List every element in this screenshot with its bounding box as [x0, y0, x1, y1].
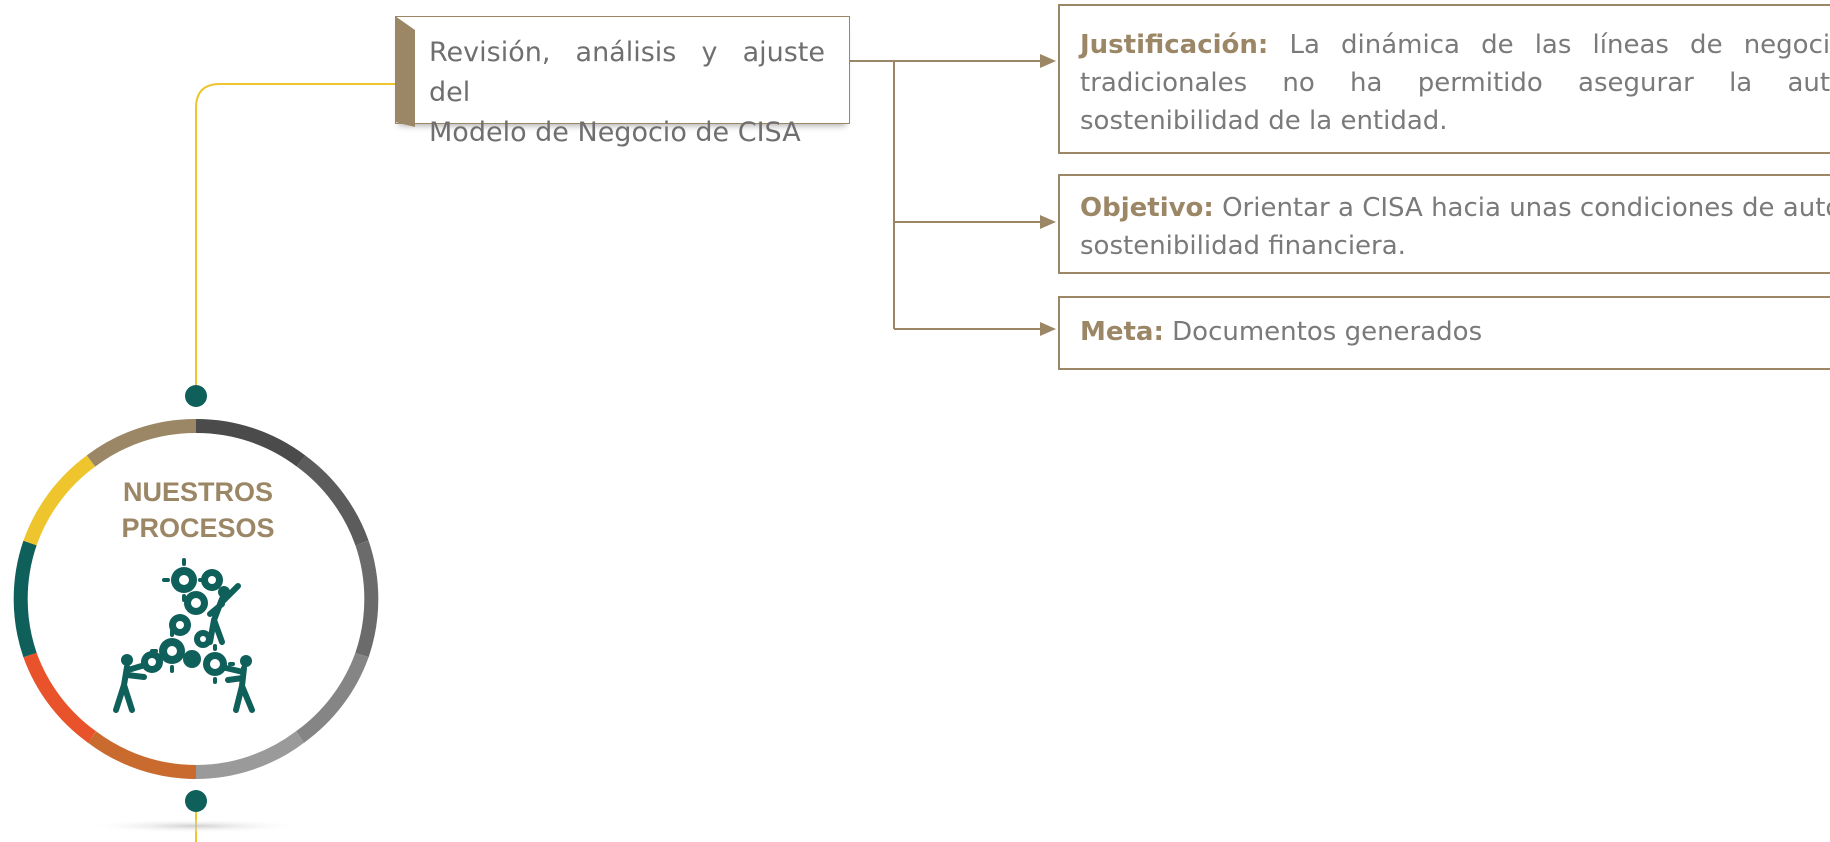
ring-segment-yellow	[23, 455, 96, 546]
arrow-to-objetivo	[1040, 215, 1056, 229]
arrow-to-justificacion	[1040, 54, 1056, 68]
wheel-ring	[13, 418, 379, 779]
meta-box: Meta: Documentos generados	[1058, 296, 1830, 370]
justificacion-label: Justificación:	[1080, 30, 1269, 60]
ring-segment-dark-gray	[195, 418, 306, 467]
objetivo-line2: sostenibilidad financiera.	[1080, 231, 1406, 261]
wheel-shadow	[84, 819, 304, 833]
gears-teamwork-icon	[113, 558, 255, 713]
ring-segment-gray-2	[355, 540, 379, 658]
objetivo-text1: Orientar a CISA hacia unas condiciones d…	[1222, 193, 1830, 223]
process-node-card[interactable]: Revisión, análisis y ajuste del Modelo d…	[394, 15, 850, 148]
ring-segment-brown	[86, 418, 197, 467]
ring-segment-gray-3	[295, 652, 369, 743]
wheel-title-line2: PROCESOS	[121, 513, 275, 543]
ring-segment-orange-red	[23, 652, 97, 743]
wheel-title: NUESTROS PROCESOS	[88, 474, 308, 546]
ring-segment-light-gray	[195, 731, 305, 779]
justificacion-line3: sostenibilidad de la entidad.	[1080, 106, 1448, 136]
ring-segment-teal	[13, 540, 37, 658]
justificacion-box: Justificación: La dinámica de las líneas…	[1058, 4, 1830, 154]
wheel-title-line1: NUESTROS	[122, 477, 274, 507]
card-tab-accent	[394, 15, 415, 127]
objetivo-label: Objetivo:	[1080, 193, 1214, 223]
objetivo-box: Objetivo: Orientar a CISA hacia unas con…	[1058, 174, 1830, 274]
process-node-text: Revisión, análisis y ajuste del Modelo d…	[429, 33, 825, 153]
ring-segment-orange	[87, 731, 197, 779]
justificacion-line1: Justificación: La dinámica de las líneas…	[1080, 26, 1830, 64]
justificacion-text1: La dinámica de las líneas de negocio	[1289, 30, 1830, 60]
ring-segment-gray-1	[296, 455, 369, 546]
objetivo-line1: Objetivo: Orientar a CISA hacia unas con…	[1080, 189, 1830, 227]
top-connector-dot	[185, 385, 207, 407]
process-node-line1: Revisión, análisis y ajuste del	[429, 37, 825, 108]
meta-text: Documentos generados	[1172, 317, 1483, 347]
process-wheel[interactable]	[0, 380, 400, 842]
justificacion-line2: tradicionales no ha permitido asegurar l…	[1080, 68, 1830, 98]
yellow-connector-line	[195, 83, 398, 392]
process-node-line2: Modelo de Negocio de CISA	[429, 117, 801, 148]
arrow-to-meta	[1040, 322, 1056, 336]
bottom-connector-dot	[185, 790, 207, 812]
meta-line: Meta: Documentos generados	[1080, 313, 1830, 351]
meta-label: Meta:	[1080, 317, 1164, 347]
